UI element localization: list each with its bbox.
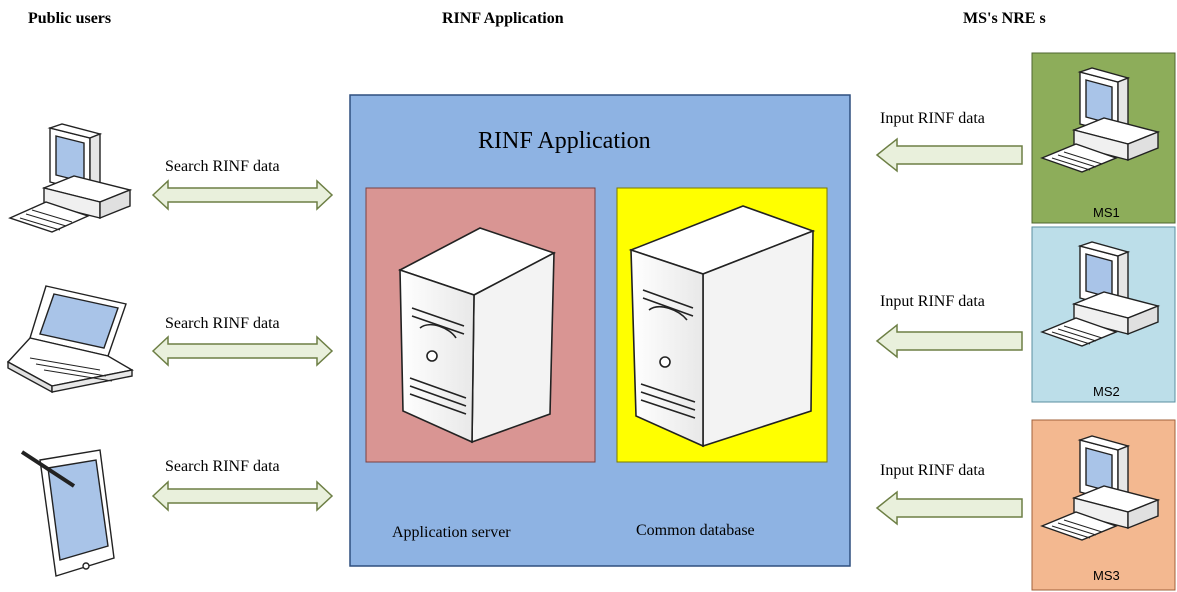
- ms1-computer-icon: [1040, 67, 1161, 173]
- ms3-computer-icon: [1040, 435, 1161, 541]
- common-database-label: Common database: [636, 522, 755, 539]
- header-rinf-application: RINF Application: [442, 10, 564, 27]
- search-arrow-2: [151, 335, 334, 367]
- search-label-3: Search RINF data: [165, 458, 280, 475]
- ms2-label: MS2: [1093, 384, 1120, 399]
- main-box-title: RINF Application: [478, 128, 651, 154]
- search-label-1: Search RINF data: [165, 158, 280, 175]
- input-arrow-1: [875, 137, 1023, 173]
- input-label-2: Input RINF data: [880, 293, 985, 310]
- header-public-users: Public users: [28, 10, 112, 27]
- input-label-1: Input RINF data: [880, 110, 985, 127]
- laptop-icon: [6, 285, 134, 394]
- search-arrow-1: [151, 179, 334, 211]
- search-label-2: Search RINF data: [165, 315, 280, 332]
- header-ms-nres: MS's NRE s: [963, 10, 1046, 27]
- input-arrow-3: [875, 490, 1023, 526]
- application-server-label: Application server: [392, 524, 511, 541]
- ms2-computer-icon: [1040, 241, 1161, 347]
- ms1-label: MS1: [1093, 205, 1120, 220]
- search-arrow-3: [151, 480, 334, 512]
- ms3-label: MS3: [1093, 568, 1120, 583]
- input-arrow-2: [875, 323, 1023, 359]
- common-database-icon: [628, 205, 816, 448]
- tablet-icon: [20, 449, 115, 577]
- application-server-icon: [397, 227, 557, 444]
- input-label-3: Input RINF data: [880, 462, 985, 479]
- desktop-computer-icon: [8, 123, 133, 233]
